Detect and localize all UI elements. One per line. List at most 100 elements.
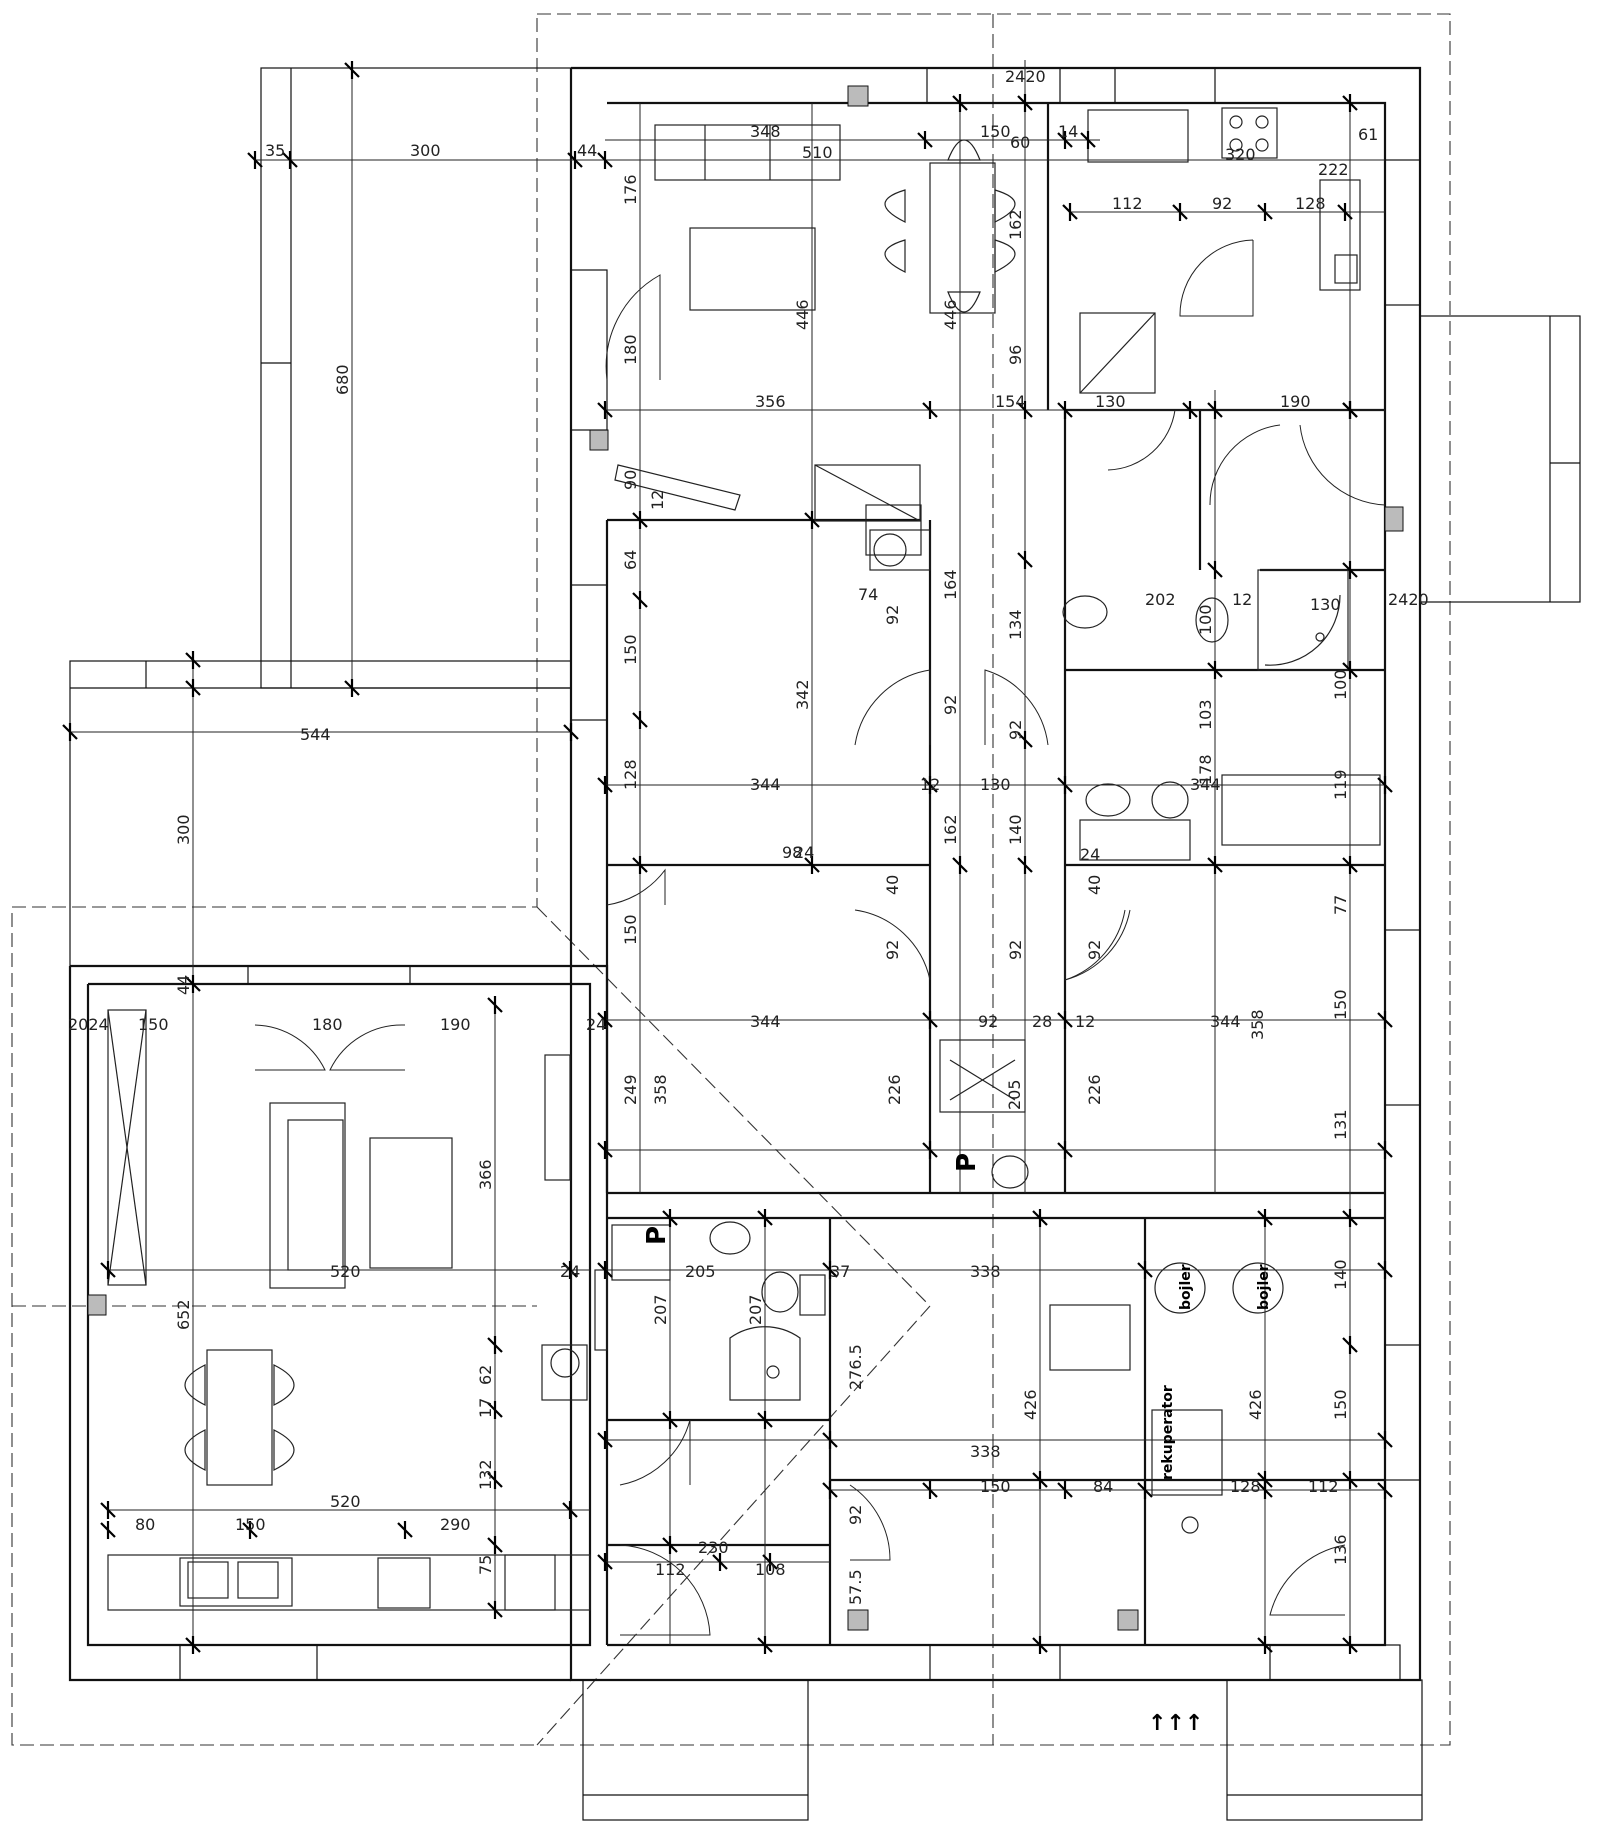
- dim-label: 176: [621, 174, 640, 205]
- dim-label: 35: [265, 141, 285, 160]
- dim-label: 150: [621, 634, 640, 665]
- dim-label: 136: [1331, 1534, 1350, 1565]
- dim-label: 426: [1246, 1389, 1265, 1420]
- dim-label: 300: [410, 141, 441, 160]
- dim-label: 12: [648, 490, 667, 510]
- dim-label: 276.5: [846, 1344, 865, 1390]
- dim-label: 12: [1232, 590, 1252, 609]
- boiler-label: bojler: [1178, 1264, 1194, 1310]
- dim-label: 112: [1112, 194, 1143, 213]
- dim-label: 112: [655, 1560, 686, 1579]
- dim-label: 92: [978, 1012, 998, 1031]
- dim-label: 134: [1006, 609, 1025, 640]
- dim-label: 90: [621, 470, 640, 490]
- room-labels: bojler bojler rekuperator P P ↑↑↑: [642, 1153, 1272, 1736]
- dim-label: 207: [746, 1294, 765, 1325]
- dim-label: 108: [755, 1560, 786, 1579]
- dim-label: 202: [1145, 590, 1176, 609]
- dim-label: 150: [980, 1477, 1011, 1496]
- dim-label: 342: [793, 679, 812, 710]
- dim-label: 249: [621, 1074, 640, 1105]
- terrace-south: [582, 1679, 1423, 1821]
- dim-label: 100: [1196, 604, 1215, 635]
- dim-label: 164: [941, 569, 960, 600]
- dim-label: 17: [476, 1398, 495, 1418]
- dim-label: 24: [1080, 845, 1100, 864]
- dim-label: 652: [174, 1299, 193, 1330]
- dim-label: 92: [1006, 940, 1025, 960]
- dim-label: 57.5: [846, 1569, 865, 1605]
- dim-label: 162: [941, 814, 960, 845]
- dim-label: 180: [312, 1015, 343, 1034]
- dim-label: 130: [1310, 595, 1341, 614]
- dim-label: 140: [1006, 814, 1025, 845]
- dim-label: 338: [970, 1262, 1001, 1281]
- dim-label: 320: [1225, 145, 1256, 164]
- dim-label: 180: [621, 334, 640, 365]
- dim-label: 12: [920, 775, 940, 794]
- terrace-west: [69, 660, 572, 967]
- dim-label: 92: [1006, 720, 1025, 740]
- dim-label: 205: [1005, 1079, 1024, 1110]
- terrace-north: [260, 67, 572, 689]
- dim-label: 119: [1331, 769, 1350, 800]
- dim-label: 190: [1280, 392, 1311, 411]
- dim-label: 366: [476, 1159, 495, 1190]
- dim-label: 92: [1212, 194, 1232, 213]
- dim-label: 344: [750, 1012, 781, 1031]
- dim-label: 358: [1248, 1009, 1267, 1040]
- dim-label: 92: [1085, 940, 1104, 960]
- dim-label: 520: [330, 1262, 361, 1281]
- dim-label: 338: [970, 1442, 1001, 1461]
- dim-label: 84: [1093, 1477, 1113, 1496]
- dim-label: 62: [476, 1365, 495, 1385]
- dim-label: 132: [476, 1459, 495, 1490]
- dim-label: 150: [621, 914, 640, 945]
- interior-walls: [605, 103, 1385, 1645]
- dim-label: 103: [1196, 699, 1215, 730]
- dim-label: 150: [235, 1515, 266, 1534]
- parking-symbol: P: [952, 1153, 982, 1172]
- dim-label: 24: [560, 1262, 580, 1281]
- dim-label: 98: [782, 843, 802, 862]
- dim-label: 24: [586, 1015, 606, 1034]
- dim-label: 446: [793, 299, 812, 330]
- dim-label: 37: [830, 1262, 850, 1281]
- dim-label: 74: [858, 585, 878, 604]
- dim-label: 100: [1331, 669, 1350, 700]
- recuperator-label: rekuperator: [1160, 1385, 1176, 1480]
- dim-label: 230: [698, 1538, 729, 1557]
- dim-label: 446: [941, 299, 960, 330]
- dim-label: 344: [1190, 775, 1221, 794]
- dim-label: 2420: [1005, 67, 1046, 86]
- dim-label: 290: [440, 1515, 471, 1534]
- dim-label: 222: [1318, 160, 1349, 179]
- dimension-lines: [70, 60, 1385, 1645]
- dim-label: 80: [135, 1515, 155, 1534]
- dim-label: 131: [1331, 1109, 1350, 1140]
- dim-label: 92: [941, 695, 960, 715]
- columns: [87, 85, 1404, 1631]
- dimension-ticks: [62, 61, 1393, 1654]
- dim-label: 92: [846, 1505, 865, 1525]
- dim-label: 40: [1085, 875, 1104, 895]
- dim-label: 140: [1331, 1259, 1350, 1290]
- dim-label: 300: [174, 814, 193, 845]
- dim-label: 44: [577, 141, 597, 160]
- dim-label: 226: [885, 1074, 904, 1105]
- dim-label: 226: [1085, 1074, 1104, 1105]
- dim-label: 28: [1032, 1012, 1052, 1031]
- dim-label: 190: [440, 1015, 471, 1034]
- furniture: [107, 107, 1381, 1611]
- boiler-label: bojler: [1256, 1264, 1272, 1310]
- dim-label: 128: [1295, 194, 1326, 213]
- dim-label: 75: [476, 1555, 495, 1575]
- dim-label: 178: [1196, 754, 1215, 785]
- dim-label: 2420: [1388, 590, 1429, 609]
- dim-label: 358: [651, 1074, 670, 1105]
- dim-label: 150: [980, 122, 1011, 141]
- dim-label: 344: [1210, 1012, 1241, 1031]
- dim-label: 356: [755, 392, 786, 411]
- dim-label: 426: [1021, 1389, 1040, 1420]
